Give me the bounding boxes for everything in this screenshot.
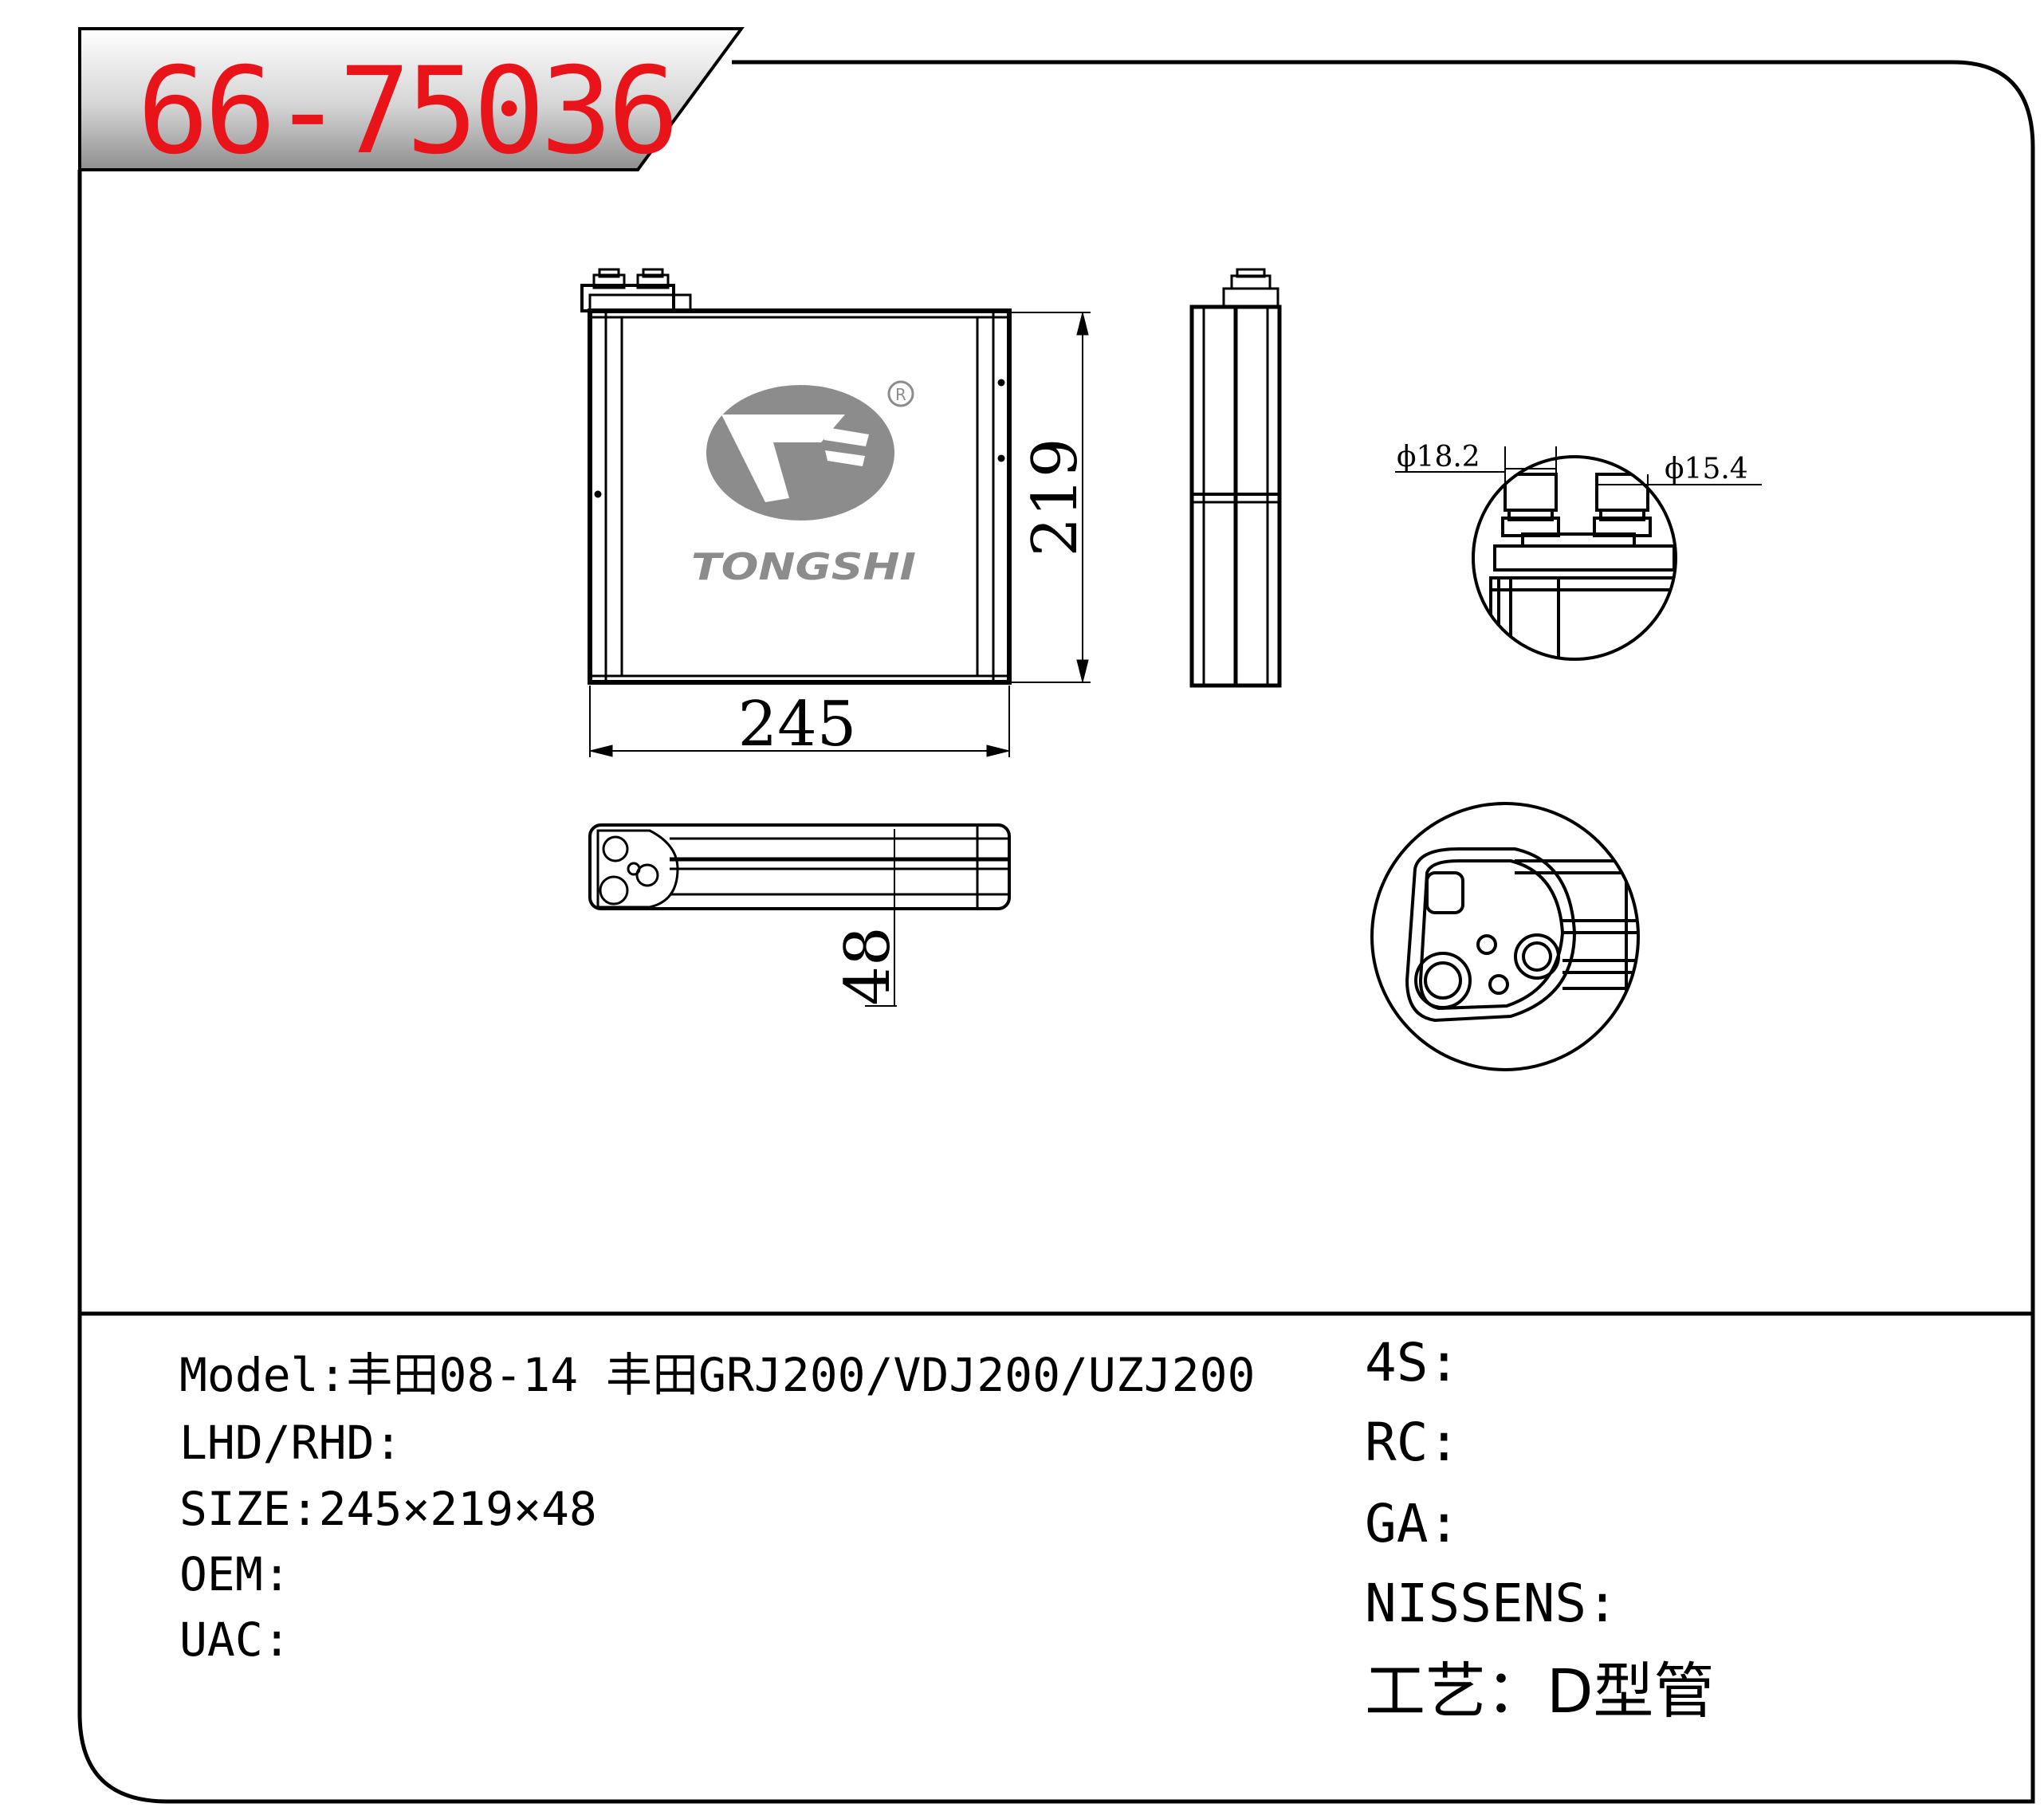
flange-detail [1370,802,1640,1071]
height-label: 219 [1020,438,1091,557]
spec-oem: OEM: [179,1546,291,1602]
spec-label: 4S [1365,1332,1429,1393]
spec-separator: : [262,1547,291,1601]
inlet-diameter-label: ϕ18.2 [1397,441,1480,473]
front-core [588,308,1012,685]
spec-value: 丰田08-14 丰田GRJ200/VDJ200/UZJ200 [346,1348,1256,1402]
side-view [1189,268,1282,688]
spec-separator: : [1428,1493,1460,1554]
spec-label: OEM [179,1547,263,1601]
width-label: 245 [738,689,857,760]
spec-label: 工艺 [1365,1656,1486,1727]
spec-label: NISSENS [1365,1573,1587,1634]
spec-separator: : [1428,1412,1460,1473]
spec-value: 245×219×48 [318,1482,597,1536]
spec-separator: ： [1486,1656,1547,1727]
spec-nissens: NISSENS: [1365,1572,1618,1636]
front-view [580,268,1012,685]
svg-text:R: R [895,385,906,404]
spec-model: Model:丰田08-14 丰田GRJ200/VDJ200/UZJ200 [179,1347,1255,1403]
height-dimension [1009,312,1091,683]
spec-size: SIZE:245×219×48 [179,1481,597,1537]
spec-lhd-rhd: LHD/RHD: [179,1415,402,1471]
brand-wordmark: TONGSHI [691,545,916,588]
spec-separator: : [374,1416,403,1470]
spec-value: D型管 [1547,1656,1715,1727]
spec-ga: GA: [1365,1492,1460,1556]
part-number: 66-75036 [137,42,679,181]
spec-label: GA [1365,1493,1429,1554]
spec-label: SIZE [179,1482,291,1536]
spec-separator: : [290,1482,319,1536]
top-view [588,823,1011,1007]
header-band [78,27,745,171]
tongshi-logo: R TONGSHI [691,380,916,588]
spec-separator: : [1586,1573,1618,1634]
spec-4s: 4S: [1365,1331,1460,1395]
spec-label: LHD/RHD [179,1416,375,1470]
depth-label: 48 [832,926,904,1005]
spec-label: Model [179,1348,319,1402]
spec-separator: : [262,1613,291,1667]
spec-uac: UAC: [179,1612,291,1668]
spec-label: UAC [179,1613,263,1667]
width-dimension [589,686,1010,757]
spec-label: RC [1365,1412,1429,1473]
outlet-diameter-label: ϕ15.4 [1665,453,1748,485]
spec-separator: : [1428,1332,1460,1393]
sheet-border [77,60,2035,1804]
spec-separator: : [318,1348,347,1402]
spec-rc: RC: [1365,1411,1460,1475]
spec-process: 工艺：D型管 [1365,1660,1715,1723]
